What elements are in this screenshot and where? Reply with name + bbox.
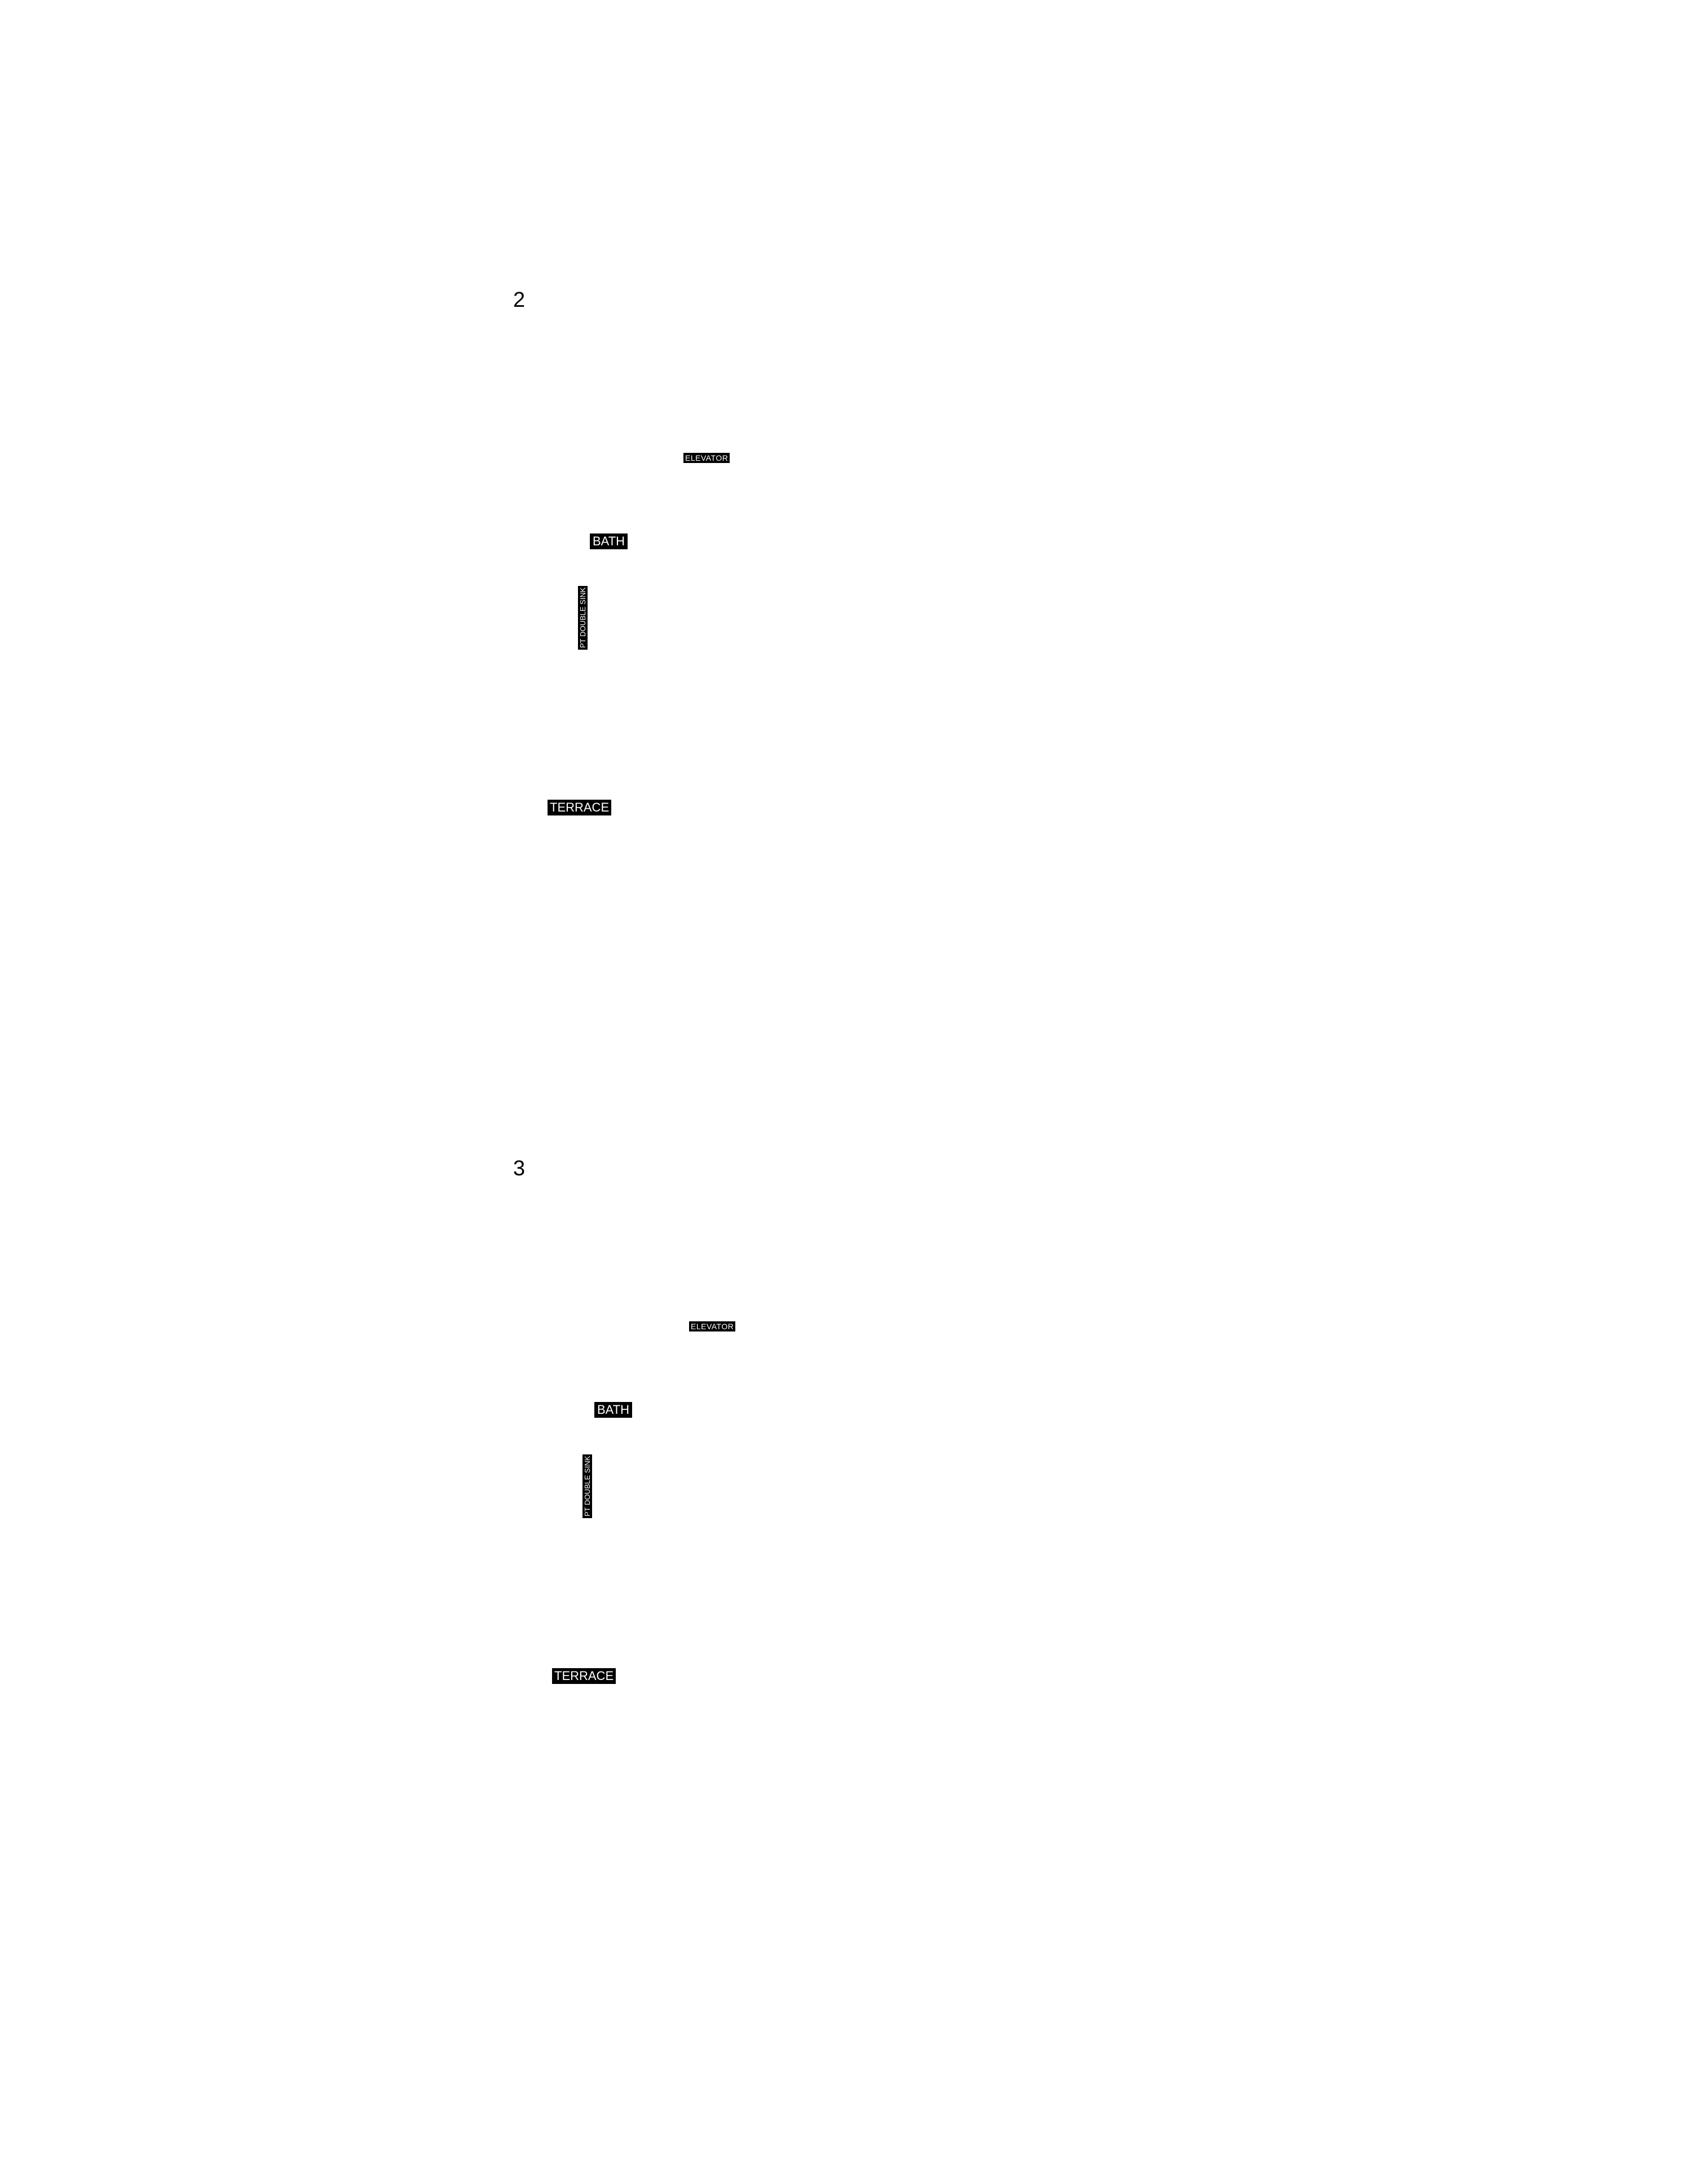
floor-number: 2 bbox=[513, 288, 526, 312]
terrace-label: TERRACE bbox=[548, 800, 612, 815]
elevator-label: ELEVATOR bbox=[689, 1321, 736, 1331]
double-sink-label: PT DOUBLE SINK bbox=[578, 585, 588, 650]
bath-label: BATH bbox=[590, 533, 628, 549]
bath-label: BATH bbox=[594, 1402, 633, 1418]
elevator-label: ELEVATOR bbox=[683, 453, 730, 463]
terrace-label: TERRACE bbox=[552, 1668, 616, 1684]
floor-number: 3 bbox=[513, 1157, 526, 1180]
double-sink-label: PT DOUBLE SINK bbox=[582, 1454, 592, 1518]
